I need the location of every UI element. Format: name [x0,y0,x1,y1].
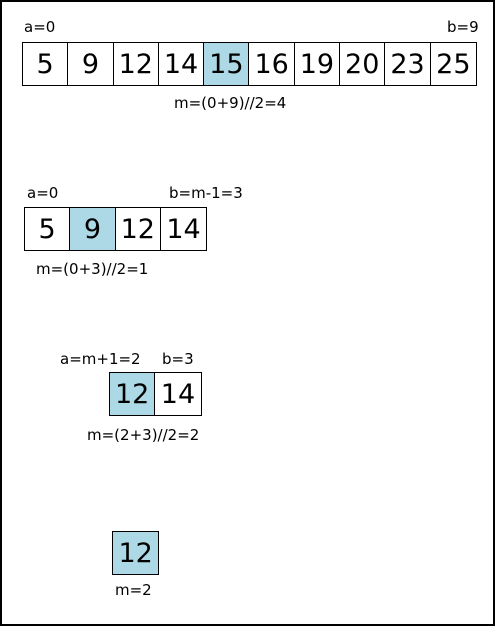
step1-mid-label: m=(0+9)//2=4 [174,94,287,112]
step2-left-label: a=0 [27,184,59,202]
step1-cell: 9 [68,43,114,85]
step3-cell: 14 [155,373,201,415]
step4-array: 12 [112,531,160,575]
step1-cell: 20 [340,43,386,85]
step1-cell: 12 [113,43,159,85]
step1-cell: 5 [23,43,69,85]
step1-cell: 25 [430,43,476,85]
step1-cell: 19 [294,43,341,85]
step2-array: 5 9 12 14 [24,207,208,251]
step1-array: 5 9 12 14 15 16 19 20 23 25 [22,42,477,86]
step2-mid-label: m=(0+3)//2=1 [36,260,149,278]
step3-left-label: a=m+1=2 [60,350,141,368]
step1-cell: 23 [385,43,431,85]
step2-cell: 5 [25,208,71,250]
step1-cell-midpoint: 15 [204,43,250,85]
step1-cell: 16 [249,43,295,85]
step3-mid-label: m=(2+3)//2=2 [87,426,200,444]
step1-left-label: a=0 [24,18,56,36]
step2-cell-midpoint: 9 [70,208,116,250]
step2-cell: 14 [160,208,207,250]
step3-array: 12 14 [109,372,202,416]
step3-right-label: b=3 [162,350,194,368]
step4-cell-midpoint: 12 [113,532,159,574]
step2-right-label: b=m-1=3 [169,184,243,202]
step4-mid-label: m=2 [115,581,152,599]
step3-cell-midpoint: 12 [110,373,156,415]
step1-right-label: b=9 [447,18,479,36]
step2-cell: 12 [115,208,161,250]
step1-cell: 14 [158,43,205,85]
